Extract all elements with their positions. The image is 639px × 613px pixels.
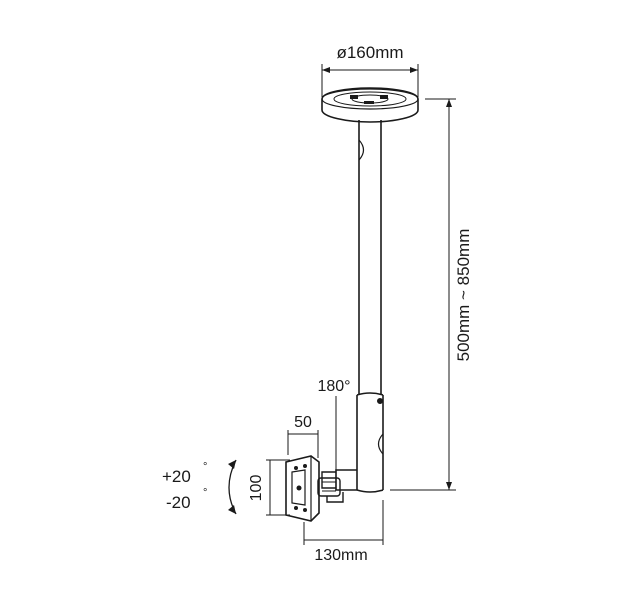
tilt-down-degree: °	[203, 487, 207, 499]
lock-screw-icon	[377, 398, 383, 404]
tilt-up-degree: °	[203, 461, 207, 473]
arm-depth-label: 130mm	[314, 547, 367, 564]
rotation-label: 180°	[317, 378, 350, 395]
height-dimension	[390, 98, 456, 491]
ceiling-plate	[321, 87, 419, 123]
diameter-dimension	[321, 64, 419, 97]
lower-tube	[356, 392, 384, 493]
vesa-plate	[285, 455, 320, 522]
vesa-width-label: 50	[294, 414, 312, 431]
tilt-up-label: +20	[162, 467, 191, 486]
upper-tube	[358, 120, 382, 395]
vesa-height-label: 100	[248, 475, 265, 502]
plate-diameter-label: ø160mm	[336, 43, 403, 62]
tilt-down-label: -20	[166, 493, 191, 512]
vesa-width-dimension	[287, 430, 319, 458]
height-range-label: 500mm ~ 850mm	[454, 229, 473, 362]
vesa-height-dimension	[266, 459, 290, 516]
tilt-arc-icon	[228, 459, 237, 515]
arm-depth-dimension	[303, 500, 384, 545]
swivel-arm	[317, 469, 357, 503]
